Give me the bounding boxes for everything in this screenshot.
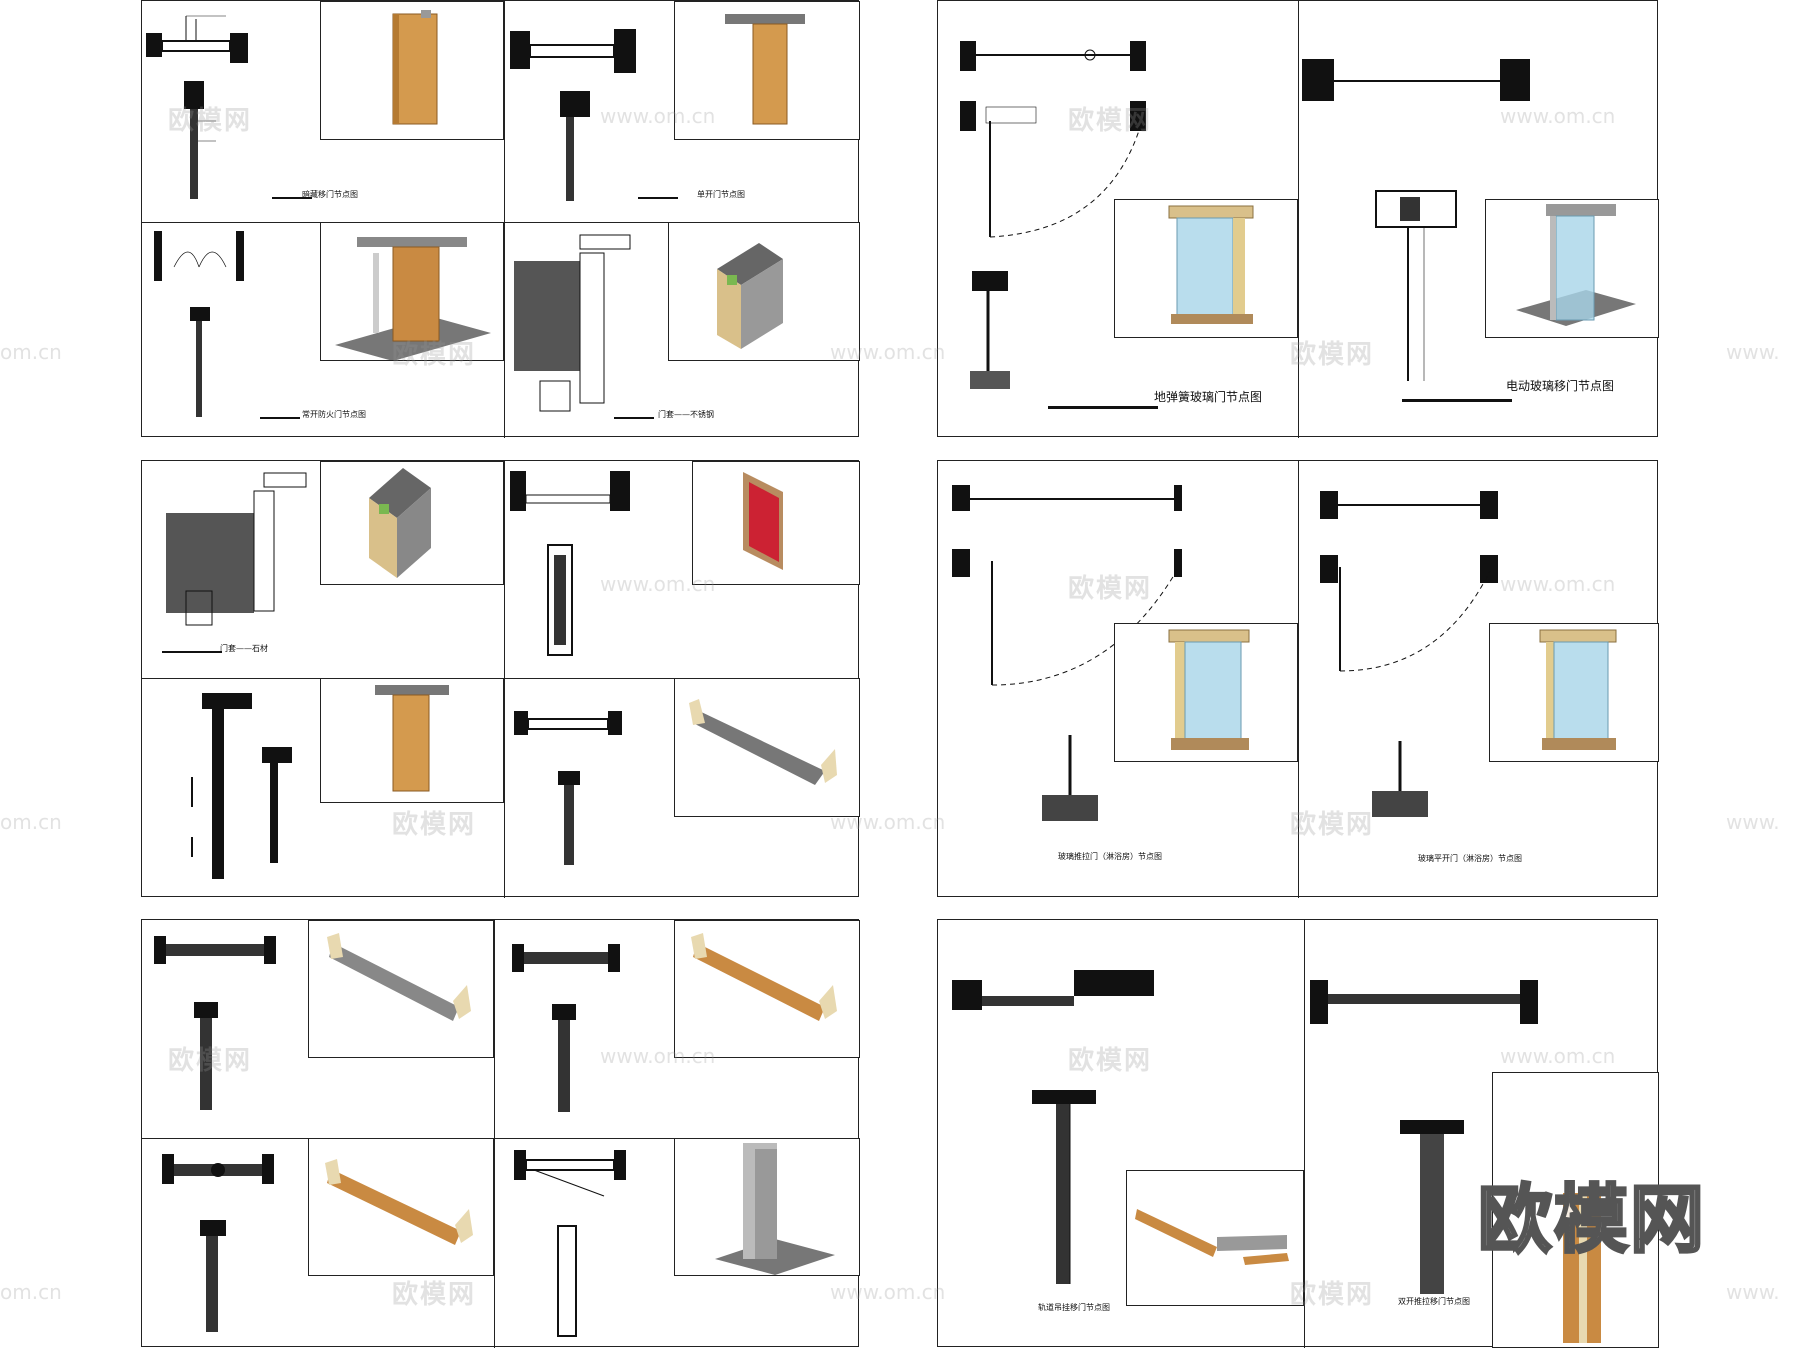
caption-6: 地弹簧玻璃门节点图 bbox=[1154, 390, 1263, 404]
caption-10: 轨道吊挂移门节点图 bbox=[1038, 1303, 1110, 1312]
electric-sliding-glass-door-drawing bbox=[1302, 59, 1530, 381]
door-section-drawing bbox=[146, 15, 248, 199]
door-section-drawing bbox=[154, 231, 244, 417]
door-section-drawing bbox=[514, 711, 622, 865]
render-door-plan-grey bbox=[308, 920, 494, 1058]
render-floor-spring-glass bbox=[1114, 199, 1298, 338]
render-wood-door-3 bbox=[320, 678, 504, 803]
caption-3: 常开防火门节点图 bbox=[302, 410, 366, 419]
sheet-1: 暗藏移门节点图 单开门节点图 常开防火门节点图 bbox=[141, 0, 860, 438]
caption-1: 暗藏移门节点图 bbox=[302, 190, 358, 199]
sheet-6: 轨道吊挂移门节点图 双开推拉移门节点图 bbox=[937, 919, 1659, 1348]
caption-8: 玻璃推拉门（淋浴房）节点图 bbox=[1058, 852, 1162, 861]
door-section-drawing bbox=[162, 1154, 274, 1332]
sheet-3 bbox=[141, 919, 860, 1348]
render-door-plan-3d bbox=[674, 678, 860, 817]
sheet-5: 玻璃推拉门（淋浴房）节点图 玻璃平开门（淋浴房）节点图 bbox=[937, 460, 1659, 898]
watermark-url: om.cn bbox=[0, 1280, 62, 1304]
caption-5: 门套——石材 bbox=[220, 644, 268, 653]
double-sliding-door-drawing bbox=[1310, 980, 1538, 1294]
door-section-drawing bbox=[510, 29, 636, 201]
render-stone-column bbox=[674, 1138, 860, 1276]
render-section-cut bbox=[692, 461, 860, 585]
render-door-plan-wood bbox=[674, 920, 860, 1058]
watermark-url: om.cn bbox=[0, 340, 62, 364]
door-section-drawing bbox=[514, 1150, 626, 1337]
watermark-url: www. bbox=[1726, 340, 1780, 364]
render-door-plan-wood-2 bbox=[308, 1138, 494, 1276]
floor-spring-glass-door-drawing bbox=[960, 41, 1146, 389]
sheet-4: 地弹簧玻璃门节点图 电动玻璃移门节点图 bbox=[937, 0, 1659, 438]
watermark-url: om.cn bbox=[0, 810, 62, 834]
render-double-sliding-door bbox=[1492, 1072, 1659, 1348]
render-track-hanging-door bbox=[1126, 1170, 1304, 1306]
brand-logo: 欧模网 bbox=[1477, 1176, 1706, 1265]
track-hanging-sliding-door-drawing bbox=[952, 970, 1154, 1284]
render-wood-door-2 bbox=[674, 1, 860, 140]
caption-11: 双开推拉移门节点图 bbox=[1398, 1297, 1470, 1306]
watermark-url: www. bbox=[1726, 810, 1780, 834]
render-wood-door-1 bbox=[320, 1, 504, 140]
caption-2: 单开门节点图 bbox=[697, 190, 745, 199]
caption-9: 玻璃平开门（淋浴房）节点图 bbox=[1418, 854, 1522, 863]
render-stainless-frame bbox=[668, 222, 860, 361]
render-stone-frame bbox=[320, 461, 504, 585]
shower-sliding-glass-door-drawing bbox=[952, 485, 1182, 821]
door-section-drawing bbox=[191, 693, 292, 879]
shower-hinged-glass-door-drawing bbox=[1320, 491, 1498, 817]
door-section-drawing bbox=[154, 936, 276, 1110]
render-shower-hinged-glass bbox=[1489, 623, 1659, 762]
sheet-2: 门套——石材 bbox=[141, 460, 860, 898]
door-section-drawing bbox=[512, 944, 620, 1112]
caption-4: 门套——不锈钢 bbox=[658, 410, 714, 419]
render-fire-door bbox=[320, 222, 504, 361]
door-frame-stainless-drawing bbox=[514, 234, 631, 412]
render-electric-sliding-glass bbox=[1485, 199, 1659, 338]
caption-7: 电动玻璃移门节点图 bbox=[1506, 379, 1615, 393]
door-frame-stone-drawing bbox=[166, 472, 307, 626]
watermark-url: www. bbox=[1726, 1280, 1780, 1304]
render-shower-sliding-glass bbox=[1114, 623, 1298, 762]
door-section-drawing bbox=[510, 471, 630, 656]
